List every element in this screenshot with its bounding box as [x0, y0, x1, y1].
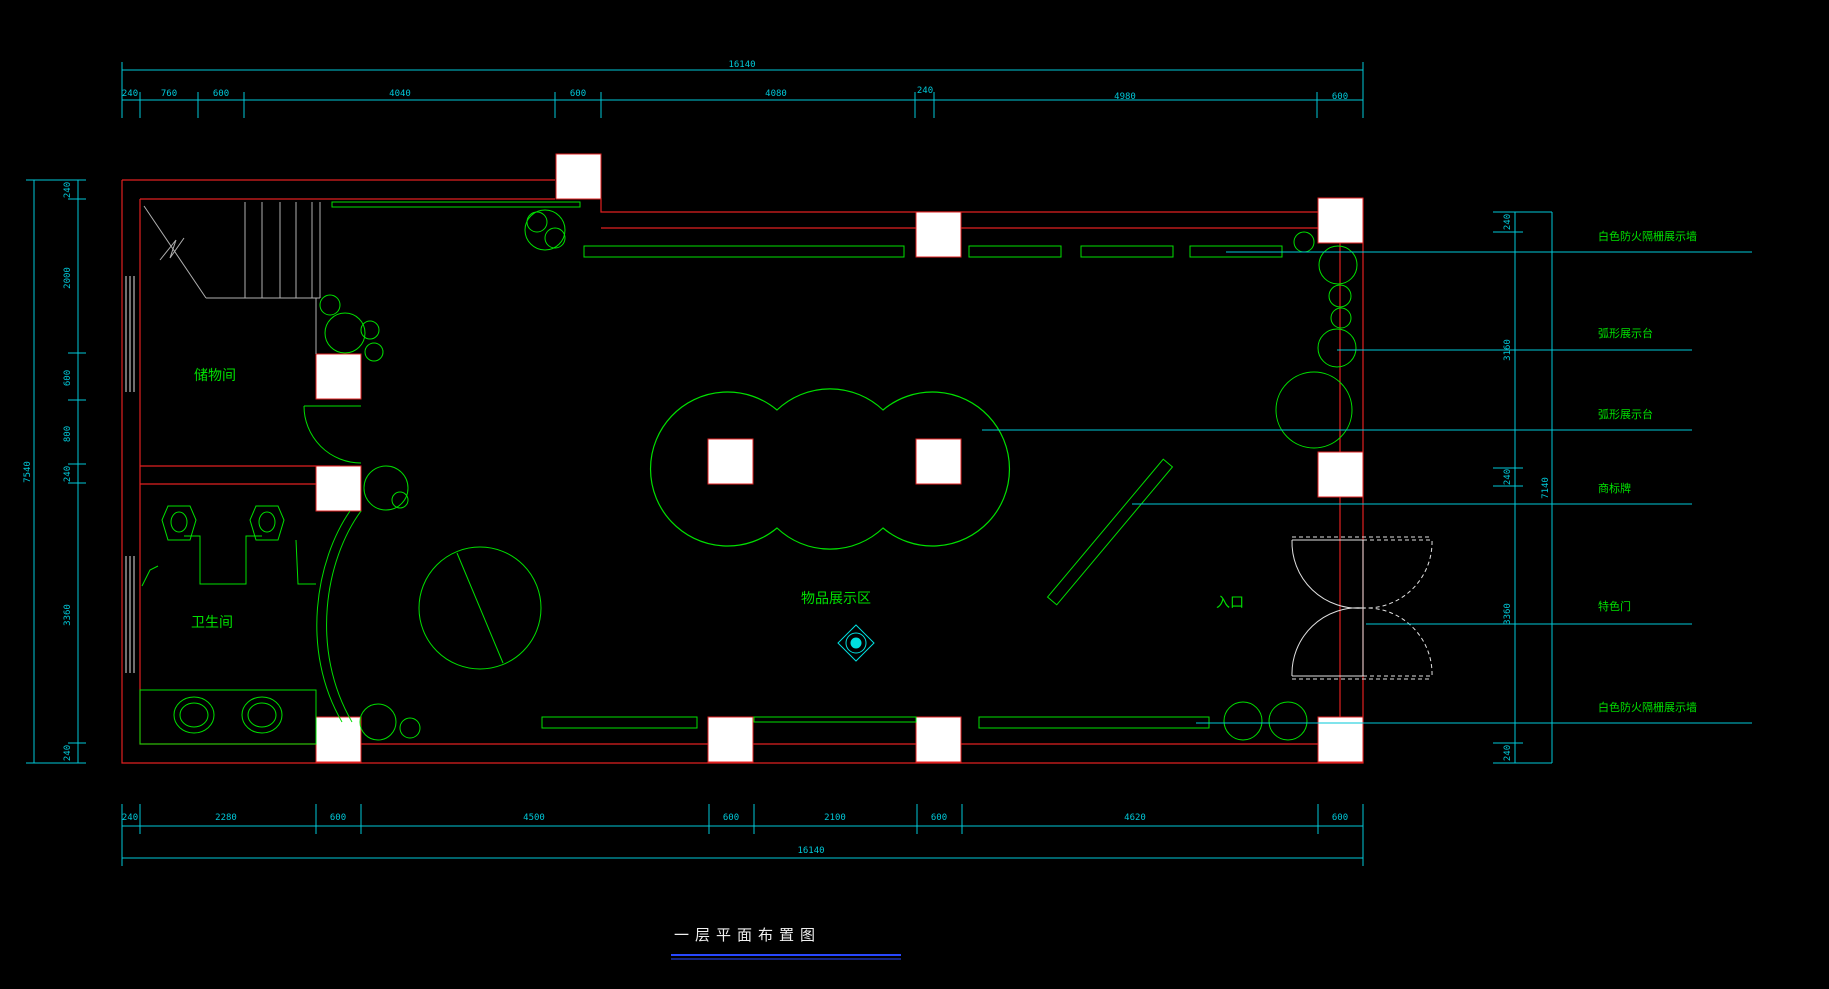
bottom-dimension-label: 600 [723, 813, 739, 823]
top-dimension-chain [121, 62, 1364, 118]
right-dimension-chain [1493, 211, 1553, 764]
callout-leaders [982, 251, 1752, 724]
bottom-dimension-label: 4500 [523, 813, 545, 823]
drawing-title: 一层平面布置图 [674, 926, 821, 944]
top-overall-dimension: 16140 [728, 60, 755, 70]
column [315, 353, 362, 400]
left-dimension-label: 240 [63, 182, 73, 198]
top-dimension-label: 760 [161, 89, 177, 99]
top-dimension-label: 600 [570, 89, 586, 99]
top-dimension-label: 4040 [389, 89, 411, 99]
storage-door [303, 405, 362, 464]
central-display-island [649, 388, 1011, 550]
bottom-dimension-label: 600 [330, 813, 346, 823]
room-label-restroom: 卫生间 [191, 615, 233, 631]
column [915, 438, 962, 485]
staircase [143, 202, 321, 354]
bottom-dimension-label: 600 [931, 813, 947, 823]
bottom-dimension-label: 4620 [1124, 813, 1146, 823]
left-dimension-label: 240 [63, 466, 73, 482]
right-dimension-label: 3360 [1503, 603, 1513, 625]
column [1317, 451, 1364, 498]
bottom-dimension-label: 2100 [824, 813, 846, 823]
bottom-overall-dimension: 16140 [797, 846, 824, 856]
top-dimension-label: 240 [917, 86, 933, 96]
left-dimension-label: 240 [63, 745, 73, 761]
right-dimension-label: 240 [1503, 214, 1513, 230]
top-dimension-label: 240 [122, 89, 138, 99]
callout-label: 商标牌 [1598, 481, 1631, 495]
callout-label: 白色防火隔栅展示墙 [1598, 229, 1697, 243]
feature-door [1291, 536, 1433, 680]
column [315, 716, 362, 763]
restroom-fixtures [139, 505, 362, 745]
column [1317, 716, 1364, 763]
bottom-dimension-label: 600 [1332, 813, 1348, 823]
top-dimension-label: 600 [1332, 92, 1348, 102]
left-dimension-label: 2000 [63, 267, 73, 289]
left-dimension-label: 3360 [63, 604, 73, 626]
bottom-dimension-label: 240 [122, 813, 138, 823]
room-label-storage: 储物间 [194, 368, 236, 384]
column [915, 716, 962, 763]
right-dimension-label: 240 [1503, 745, 1513, 761]
index-marker-icon [837, 624, 875, 662]
room-label-entrance: 入口 [1216, 595, 1244, 611]
top-dimension-label: 4080 [765, 89, 787, 99]
right-overall-dimension: 7140 [1541, 477, 1551, 499]
decorative-plants [319, 209, 1358, 741]
column [555, 153, 602, 200]
left-dimension-label: 600 [63, 370, 73, 386]
bottom-dimension-chain [121, 804, 1364, 866]
left-wall-windows [125, 276, 135, 673]
structural-columns [315, 153, 1364, 763]
column [915, 211, 962, 258]
left-dimension-label: 800 [63, 426, 73, 442]
top-dimension-label: 600 [213, 89, 229, 99]
callout-label: 弧形展示台 [1598, 326, 1653, 340]
right-dimension-label: 240 [1503, 469, 1513, 485]
column [707, 438, 754, 485]
column [1317, 197, 1364, 244]
callout-label: 弧形展示台 [1598, 407, 1653, 421]
left-dimension-chain [26, 179, 86, 764]
left-overall-dimension: 7540 [23, 461, 33, 483]
room-label-display-area: 物品展示区 [801, 591, 871, 607]
column [315, 465, 362, 512]
column [707, 716, 754, 763]
bottom-dimension-label: 2280 [215, 813, 237, 823]
callout-label: 白色防火隔栅展示墙 [1598, 700, 1697, 714]
callout-label: 特色门 [1598, 599, 1631, 613]
top-dimension-label: 4980 [1114, 92, 1136, 102]
